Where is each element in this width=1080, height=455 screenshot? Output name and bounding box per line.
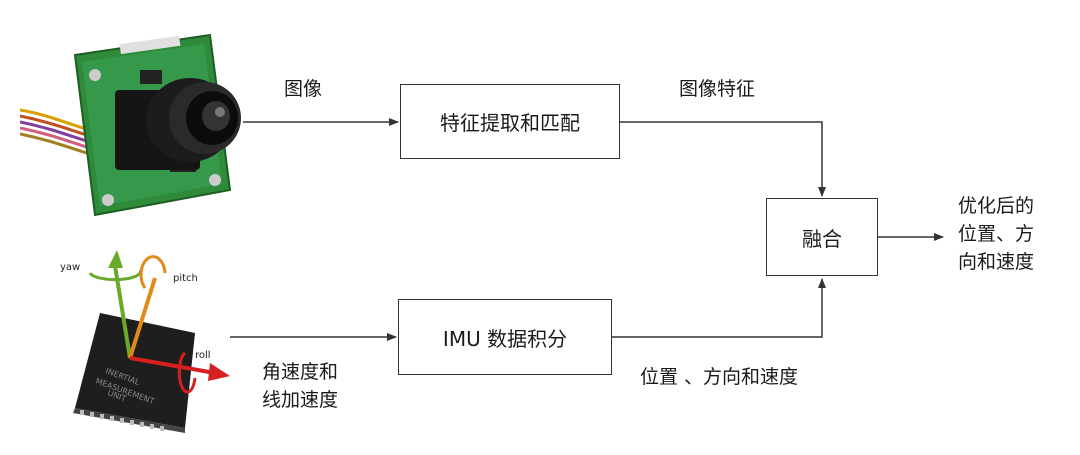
pitch-label: pitch <box>173 273 198 284</box>
label-imu-input-line-1: 角速度和 <box>262 361 339 383</box>
imu-chip-image: INERTIAL MEASUREMENT UNIT yaw pitch roll <box>60 250 230 433</box>
label-imu-input-line-2: 线加速度 <box>262 389 339 411</box>
label-output-line-2: 位置、方 <box>958 223 1035 245</box>
yaw-label: yaw <box>60 262 80 273</box>
label-output-line-1: 优化后的 <box>958 195 1035 217</box>
roll-label: roll <box>195 350 211 361</box>
label-imu-input: 角速度和 线加速度 <box>262 358 338 414</box>
feature-extraction-box: 特征提取和匹配 <box>400 84 620 159</box>
label-output-line-3: 向和速度 <box>958 251 1035 273</box>
label-image-feature: 图像特征 <box>679 78 756 100</box>
label-image: 图像 <box>284 78 323 100</box>
label-output: 优化后的 位置、方 向和速度 <box>958 192 1034 276</box>
label-pose-velocity: 位置 、方向和速度 <box>640 366 799 388</box>
imu-integration-box: IMU 数据积分 <box>398 299 612 375</box>
fusion-box: 融合 <box>766 198 878 276</box>
arrow-feature-to-fusion <box>619 121 826 197</box>
arrow-integration-to-fusion <box>611 278 826 338</box>
camera-module-image <box>20 33 241 217</box>
